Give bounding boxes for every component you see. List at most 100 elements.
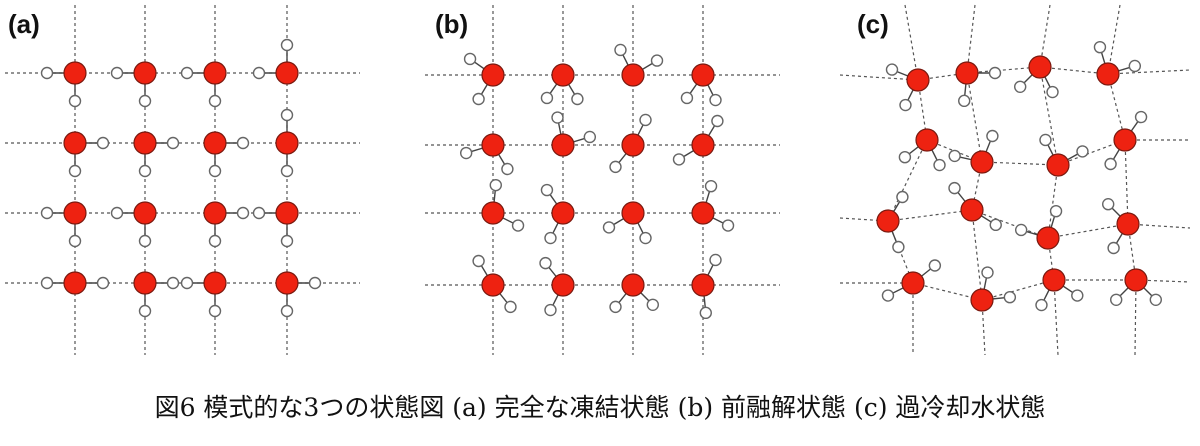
hydrogen-atom-icon [96,136,110,150]
hydrogen-atom-icon [1110,293,1123,306]
oxygen-atom-icon [1046,153,1070,177]
hydrogen-atom-icon [711,114,724,128]
hydrogen-atom-icon [704,179,718,193]
lattice-line [1039,4,1051,68]
water-molecule [1102,198,1140,255]
lattice-line [1047,223,1129,239]
hydrogen-atom-icon [166,136,180,150]
hydrogen-atom-icon [280,304,294,318]
hydrogen-atom-icon [208,234,222,248]
oxygen-atom-icon [275,271,299,295]
hydrogen-atom-icon [650,54,664,67]
hydrogen-atom-icon [948,149,961,163]
hydrogen-atom-icon [459,146,473,160]
lattice-line [839,217,889,222]
lattice-line [966,72,983,163]
oxygen-atom-icon [551,63,575,87]
hydrogen-atom-icon [40,276,54,290]
hydrogen-atom-icon [1003,291,1017,304]
water-molecule [1039,133,1089,177]
lattice-line [971,209,983,301]
water-molecule [252,38,299,85]
water-molecule [1014,55,1059,99]
hydrogen-atom-icon [1076,145,1089,158]
hydrogen-atom-icon [1014,80,1027,93]
oxygen-atom-icon [906,68,930,92]
oxygen-atom-icon [551,201,575,225]
hydrogen-atom-icon [501,162,514,176]
oxygen-atom-icon [481,63,505,87]
water-molecule [40,61,87,108]
oxygen-atom-icon [970,288,994,312]
oxygen-atom-icon [203,201,227,225]
hydrogen-atom-icon [892,240,905,254]
hydrogen-atom-icon [989,218,1002,232]
figure-canvas: (a) (b) (c) [5,4,1191,356]
oxygen-atom-icon [621,273,645,297]
water-molecule [203,201,250,248]
oxygen-atom-icon [1116,212,1140,236]
lattice-line [981,161,1059,166]
hydrogen-atom-icon [138,94,152,108]
hydrogen-atom-icon [1049,204,1063,218]
hydrogen-atom-icon [208,304,222,318]
oxygen-atom-icon [551,273,575,297]
hydrogen-atom-icon [252,206,266,220]
hydrogen-atom-icon [583,130,597,144]
water-molecule [614,43,664,87]
hydrogen-atom-icon [180,66,194,80]
hydrogen-atom-icon [40,206,54,220]
hydrogen-atom-icon [252,66,266,80]
water-molecule [133,131,180,178]
hydrogen-atom-icon [472,92,485,106]
water-molecule [463,52,505,106]
oxygen-atom-icon [63,61,87,85]
lattice-line [904,4,919,81]
oxygen-atom-icon [481,273,505,297]
hydrogen-atom-icon [1149,293,1162,306]
lattice-line [1107,69,1191,75]
water-molecule [970,266,1017,312]
oxygen-atom-icon [1113,128,1137,152]
hydrogen-atom-icon [208,164,222,178]
hydrogen-atom-icon [539,256,552,270]
panel-label-b: (b) [435,9,468,39]
hydrogen-atom-icon [699,306,712,320]
hydrogen-atom-icon [180,276,194,290]
lattice-line [966,66,1041,74]
oxygen-atom-icon [63,131,87,155]
water-molecule [252,201,299,248]
figure-caption: 図6 模式的な3つの状態図 (a) 完全な凍結状態 (b) 前融解状態 (c) … [154,393,1046,422]
panel-c [839,4,1191,356]
water-molecule [40,271,110,295]
hydrogen-atom-icon [571,92,584,106]
water-molecule [691,179,735,232]
water-molecule [881,259,942,302]
oxygen-atom-icon [275,201,299,225]
water-molecule [691,253,722,320]
hydrogen-atom-icon [896,190,909,204]
oxygen-atom-icon [691,273,715,297]
hydrogen-atom-icon [110,206,124,220]
hydrogen-atom-icon [1039,133,1052,147]
oxygen-atom-icon [955,61,979,85]
oxygen-atom-icon [203,271,227,295]
lattice-line [1053,279,1059,356]
lattice-line [887,139,928,222]
hydrogen-atom-icon [958,94,971,108]
hydrogen-atom-icon [551,111,564,124]
hydrogen-atom-icon [614,43,627,57]
hydrogen-atom-icon [928,259,942,272]
water-molecule [1035,268,1084,312]
water-molecule [540,183,575,245]
oxygen-atom-icon [133,131,157,155]
lattice-line [887,209,973,222]
water-molecule [459,133,514,176]
hydrogen-atom-icon [1071,289,1084,302]
oxygen-atom-icon [481,201,505,225]
lattice-line [1134,279,1137,356]
hydrogen-atom-icon [544,303,557,317]
hydrogen-atom-icon [721,219,735,232]
hydrogen-atom-icon [68,234,82,248]
hydrogen-atom-icon [280,38,294,52]
